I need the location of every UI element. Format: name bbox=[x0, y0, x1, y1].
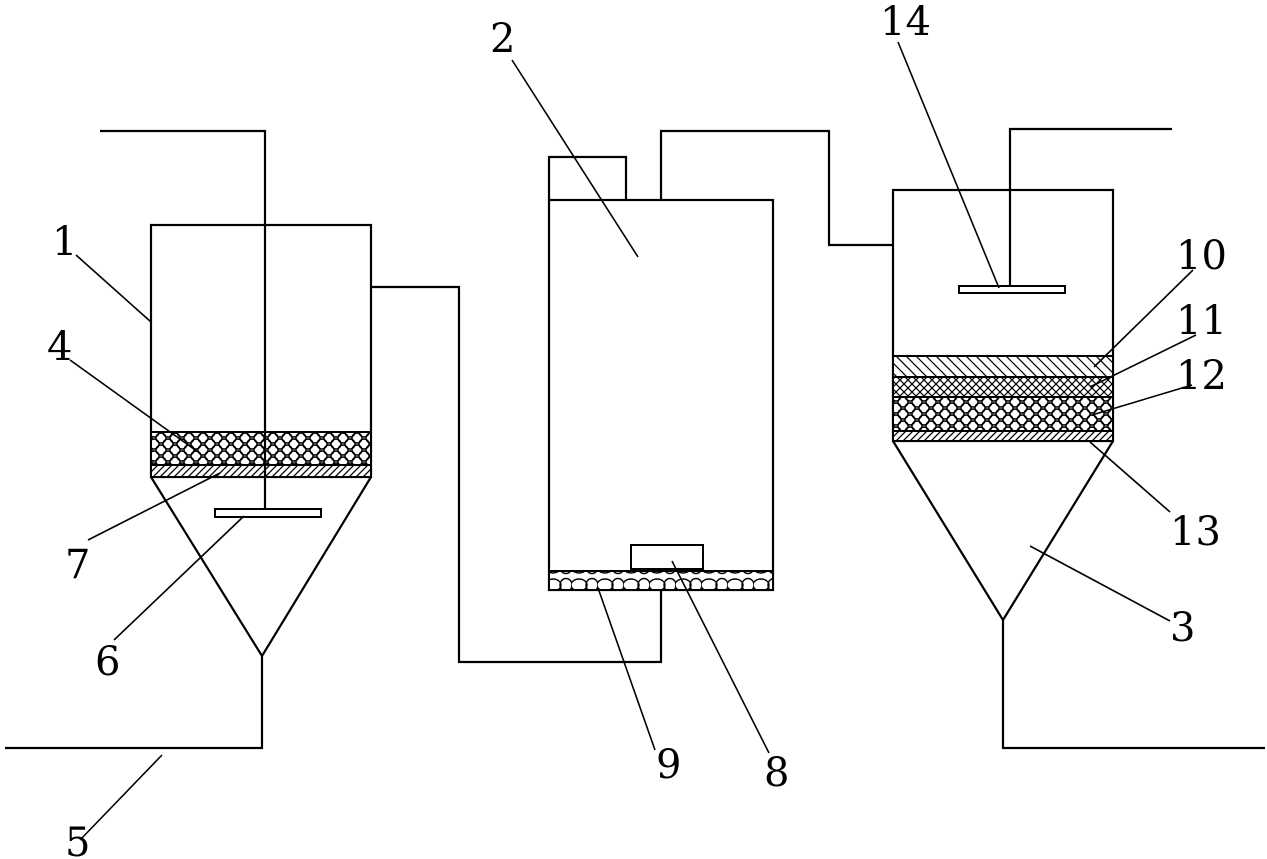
tank-3-layer-11 bbox=[892, 376, 1114, 398]
leader-8 bbox=[671, 560, 770, 754]
leader-2 bbox=[511, 59, 639, 258]
pipe-1-to-2 bbox=[371, 285, 663, 664]
label-14: 14 bbox=[880, 0, 931, 45]
tank-2 bbox=[547, 155, 775, 592]
label-12: 12 bbox=[1176, 353, 1227, 399]
label-13: 13 bbox=[1170, 509, 1221, 555]
label-1: 1 bbox=[52, 219, 77, 265]
tank-2-gravel-layer bbox=[548, 570, 774, 591]
leader-9 bbox=[597, 587, 656, 751]
label-5: 5 bbox=[65, 820, 90, 859]
label-7: 7 bbox=[65, 542, 90, 588]
leader-11 bbox=[1089, 334, 1197, 388]
leader-lines bbox=[69, 41, 1197, 841]
leader-4 bbox=[69, 359, 199, 453]
tank-3-inlet-pipe bbox=[1008, 127, 1172, 287]
label-2: 2 bbox=[490, 16, 515, 62]
tank-2-aerator bbox=[630, 544, 704, 570]
tank-1 bbox=[5, 129, 373, 750]
tank-1-media-layer bbox=[150, 431, 372, 466]
tank-1-support-plate bbox=[150, 464, 372, 478]
label-11: 11 bbox=[1176, 298, 1227, 344]
label-8: 8 bbox=[764, 750, 789, 796]
leader-5 bbox=[79, 754, 163, 841]
tank-3 bbox=[891, 127, 1265, 750]
label-10: 10 bbox=[1176, 233, 1227, 279]
leader-10 bbox=[1093, 269, 1194, 368]
pipe-2-to-3 bbox=[659, 129, 893, 247]
tank-1-cone bbox=[150, 476, 372, 659]
tank-1-inlet-pipe bbox=[100, 129, 267, 512]
tank-3-layer-12 bbox=[892, 396, 1114, 432]
tank-3-layer-13 bbox=[892, 430, 1114, 442]
label-3: 3 bbox=[1170, 605, 1195, 651]
leader-3 bbox=[1029, 545, 1171, 622]
tank-2-vent bbox=[547, 155, 628, 200]
leader-1 bbox=[75, 254, 152, 323]
leader-12 bbox=[1091, 384, 1193, 416]
label-9: 9 bbox=[656, 742, 681, 788]
leader-6 bbox=[113, 515, 245, 641]
tank-1-outlet-pipe bbox=[5, 656, 264, 750]
leader-7 bbox=[87, 472, 221, 541]
tank-3-cone bbox=[892, 440, 1114, 623]
leader-13 bbox=[1089, 441, 1171, 513]
labels: 1 2 3 4 5 6 7 8 9 10 11 12 13 14 bbox=[47, 0, 1227, 859]
label-4: 4 bbox=[47, 324, 72, 370]
tank-2-body bbox=[547, 198, 775, 592]
tank-3-outlet-pipe bbox=[1001, 620, 1265, 750]
tank-3-layer-10 bbox=[892, 355, 1114, 378]
tank-3-distributor bbox=[958, 285, 1066, 294]
tank-1-distributor bbox=[214, 508, 322, 518]
leader-14 bbox=[897, 41, 1000, 289]
label-6: 6 bbox=[95, 639, 120, 685]
